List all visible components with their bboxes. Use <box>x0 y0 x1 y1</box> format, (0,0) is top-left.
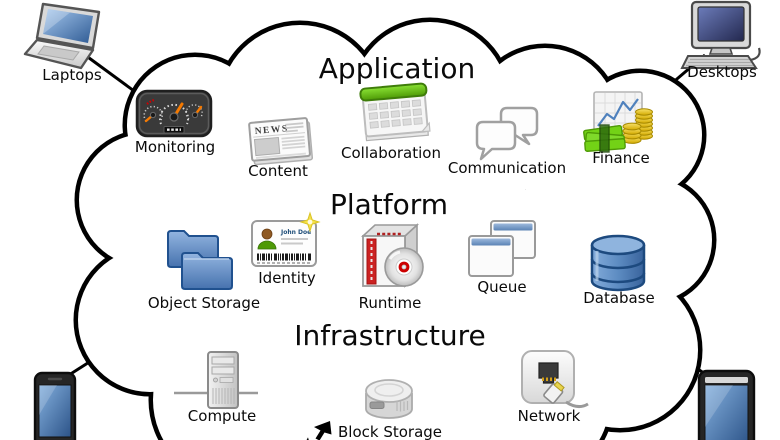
item-label: Monitoring <box>135 138 215 156</box>
database-cylinder-icon <box>590 234 646 292</box>
item-collaboration: Collaboration <box>341 82 441 162</box>
item-label: Object Storage <box>148 294 260 312</box>
item-content: NEWS Content <box>248 117 314 180</box>
blue-folders-icon <box>167 230 233 290</box>
device-laptops: Laptops <box>23 2 102 84</box>
item-block-storage: Block Storage <box>338 379 442 440</box>
item-database: Database <box>583 234 655 307</box>
item-communication: Communication <box>448 106 566 177</box>
item-compute: Compute <box>174 351 258 425</box>
item-label: Database <box>583 289 655 307</box>
item-label: Network <box>518 407 581 425</box>
hard-drive-icon <box>365 379 413 419</box>
gauge-dashboard-icon <box>135 89 213 138</box>
device-tablets <box>697 369 756 440</box>
item-finance: Finance <box>583 91 653 167</box>
newspaper-icon: NEWS <box>248 117 314 166</box>
item-label: Compute <box>188 407 256 425</box>
id-card-name: John Doe <box>280 229 311 236</box>
item-monitoring: Monitoring <box>135 89 215 156</box>
device-label-laptops: Laptops <box>42 66 102 84</box>
item-label: Block Storage <box>338 423 442 440</box>
newspaper-headline: NEWS <box>254 124 289 137</box>
item-identity: John Doe Identity <box>251 211 321 287</box>
device-phones <box>33 371 77 440</box>
item-object-storage: Object Storage <box>148 230 260 312</box>
item-label: Queue <box>477 278 526 296</box>
device-label-desktops: Desktops <box>687 63 757 81</box>
laptop-icon <box>23 2 101 70</box>
tablet-icon <box>697 369 756 440</box>
software-box-cd-icon <box>360 223 424 288</box>
item-label: Identity <box>258 269 316 287</box>
speech-bubbles-icon <box>475 106 539 161</box>
item-label: Communication <box>448 159 566 177</box>
chart-money-coins-icon <box>583 91 653 153</box>
device-desktops: Desktops <box>680 0 761 81</box>
item-label: Collaboration <box>341 144 441 162</box>
sparkle-icon <box>299 211 321 233</box>
item-queue: Queue <box>468 220 536 296</box>
ethernet-jack-plug-icon <box>521 350 589 409</box>
id-card-icon: John Doe <box>251 211 321 267</box>
item-network: Network <box>518 350 589 425</box>
mouse-cursor-icon <box>314 421 332 440</box>
smartphone-icon <box>33 371 77 440</box>
item-label: Runtime <box>359 294 422 312</box>
item-label: Content <box>248 162 308 180</box>
stacked-windows-icon <box>468 220 536 277</box>
desktop-computer-icon <box>680 0 761 69</box>
item-runtime: Runtime <box>359 223 424 312</box>
layer-title-infrastructure: Infrastructure <box>294 319 486 352</box>
layer-title-platform: Platform <box>330 188 448 221</box>
desk-calendar-icon <box>359 82 431 142</box>
server-tower-icon <box>174 351 258 409</box>
layer-title-application: Application <box>319 52 475 85</box>
item-label: Finance <box>592 149 649 167</box>
